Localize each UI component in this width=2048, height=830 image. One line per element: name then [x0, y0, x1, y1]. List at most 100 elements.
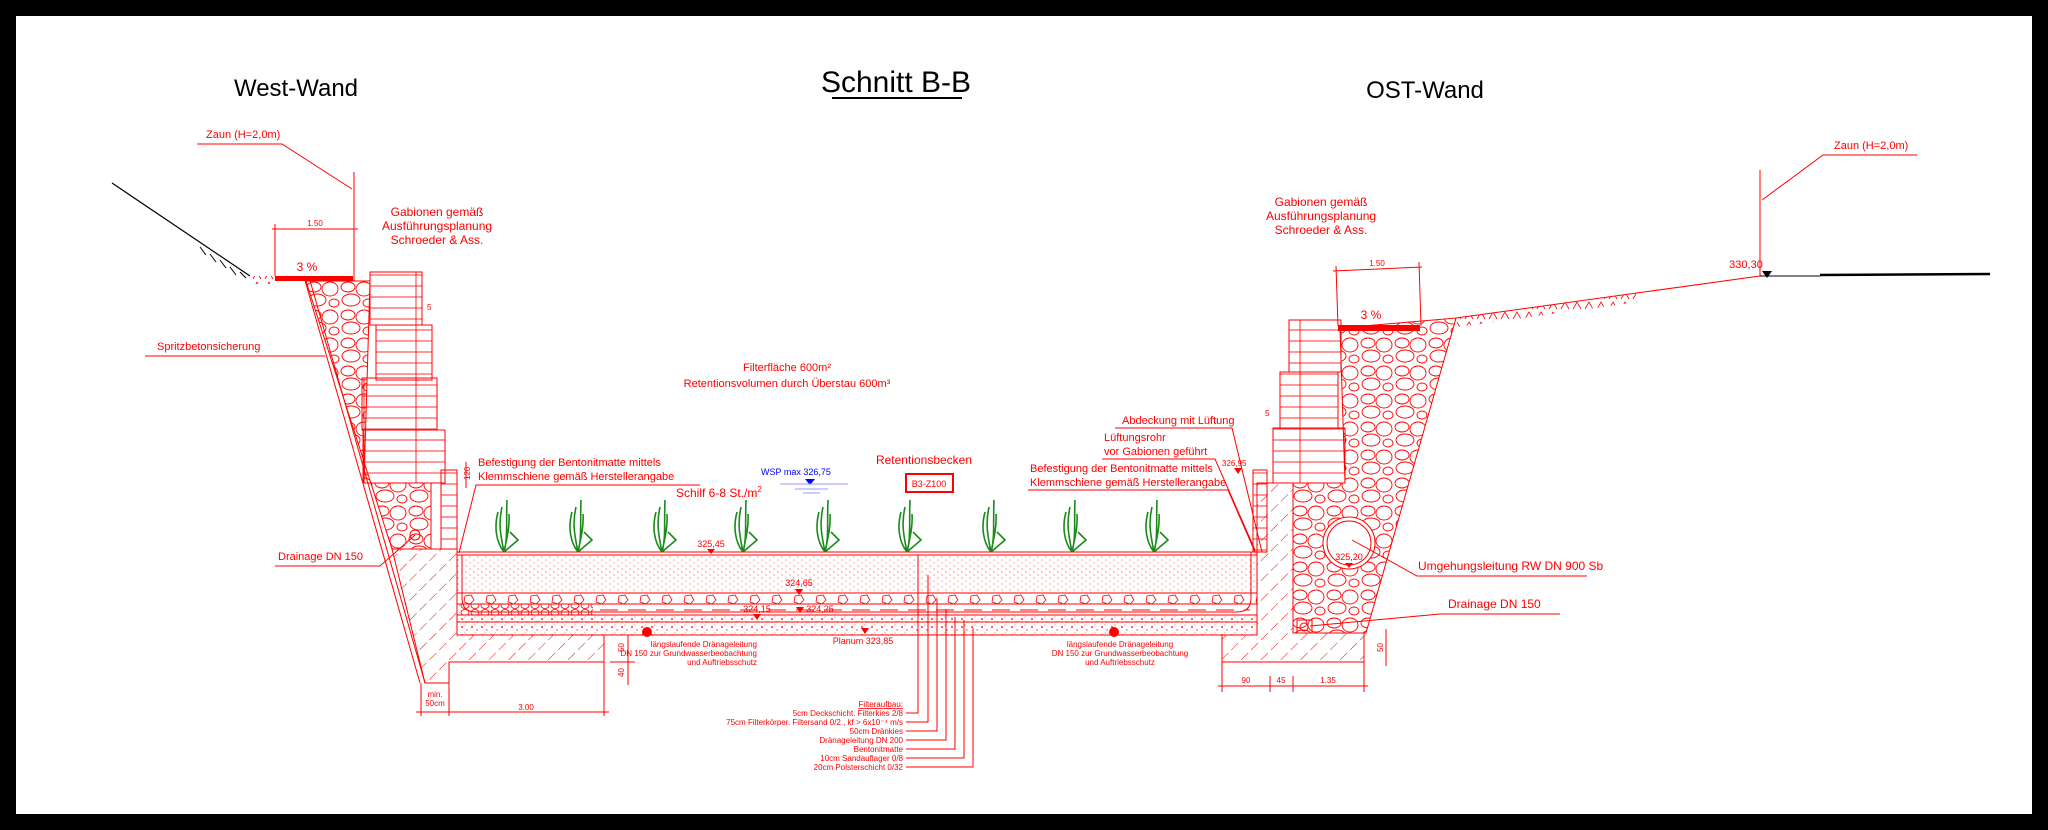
filter-area-label: Filterfläche 600m² — [743, 362, 831, 374]
gabion-block — [1288, 319, 1342, 373]
filter-layer-leader — [906, 628, 974, 768]
drawing-title: Schnitt B-B — [821, 66, 971, 99]
water-level-marker-icon — [805, 479, 815, 485]
filter-layer-label: 75cm Filterkörper. Filtersand 0/2 , kf >… — [726, 718, 903, 727]
vent-pipe — [1252, 469, 1268, 553]
reed-plant-icon — [982, 499, 1006, 553]
east-gabion-note: Gabionen gemäß — [1275, 195, 1368, 209]
west-ground-line — [111, 182, 251, 277]
section-drawing: Schnitt B-B West-Wand OST-Wand Zaun (H=2… — [111, 66, 1991, 772]
east-drainage-label: Drainage DN 150 — [1448, 597, 1541, 611]
filter-layer-label: 20cm Polsterschicht 0/32 — [814, 763, 904, 772]
gabion-block — [1279, 371, 1339, 429]
west-fence-label: Zaun (H=2,0m) — [206, 129, 280, 141]
reed-plants — [495, 499, 1169, 553]
left-width-dim: 3.00 — [518, 703, 534, 712]
left-dimensions: 50 40 min. 50cm 3.00 — [416, 635, 635, 716]
right-drain-note: und Auftriebsschutz — [1085, 658, 1155, 667]
west-drain-pipe-icon — [409, 529, 421, 541]
bypass-label: Umgehungsleitung RW DN 900 Sb — [1418, 559, 1604, 573]
west-wall: Zaun (H=2,0m) Gabionen gemäß Ausführungs… — [111, 129, 700, 684]
west-slope-label: 3 % — [297, 260, 318, 274]
reed-plant-icon — [734, 499, 758, 553]
filter-layer-leader — [906, 620, 965, 759]
filter-layer-leader — [906, 617, 956, 750]
right-dim-c: 1.35 — [1320, 676, 1336, 685]
east-gabion-offset-dim: 5 — [1265, 409, 1270, 418]
filter-layer-leader — [906, 609, 947, 741]
west-gabion-note: Schroeder & Ass. — [391, 233, 484, 247]
shotcrete-label: Spritzbetonsicherung — [157, 341, 260, 353]
filter-layer-label: 5cm Deckschicht. Filterkies 2/8 — [793, 709, 904, 718]
left-drain-note: DN 150 zur Grundwasserbeobachtung — [620, 649, 757, 658]
filter-layer-label: Bentonitmatte — [854, 745, 904, 754]
left-footing-step-dim: 40 — [617, 668, 626, 677]
gabion-block — [375, 324, 433, 381]
east-slope-bar — [1338, 325, 1420, 331]
right-dim-b: 45 — [1277, 676, 1286, 685]
basin-code: B3-Z100 — [912, 479, 947, 489]
west-gabion-offset-dim: 5 — [427, 303, 432, 312]
reed-plant-icon — [569, 499, 593, 553]
reed-plant-icon — [1145, 499, 1169, 553]
retention-basin: Filterfläche 600m² Retentionsvolumen dur… — [456, 362, 1258, 667]
reed-plant-icon — [1063, 499, 1087, 553]
layer-bentonite-sandbed — [456, 614, 1258, 623]
east-slope-label: 3 % — [1361, 308, 1382, 322]
retention-volume-label: Retentionsvolumen durch Überstau 600m³ — [684, 378, 891, 390]
east-ground-elevation: 330,30 — [1729, 259, 1763, 271]
water-level-label: WSP max 326,75 — [761, 467, 831, 477]
basin-name: Retentionsbecken — [876, 453, 972, 467]
filter-build-legend: Filteraufbau: 5cm Deckschicht. Filterkie… — [726, 555, 974, 772]
elevation-top: 325,45 — [697, 539, 725, 549]
east-width-dim: 1.50 — [1369, 259, 1385, 268]
drawing-sheet: Schnitt B-B West-Wand OST-Wand Zaun (H=2… — [16, 16, 2032, 814]
reed-label: Schilf 6-8 St./m2 — [676, 485, 762, 500]
right-drain-note: längslaufende Dränageleitung — [1067, 640, 1173, 649]
right-drain-note: DN 150 zur Grundwasserbeobachtung — [1052, 649, 1189, 658]
filter-layer-leader — [906, 575, 929, 723]
left-drain-pipe-icon — [642, 627, 652, 637]
gabion-block — [369, 271, 423, 326]
layer-filter-sand — [456, 554, 1258, 594]
left-min-dim: 50cm — [425, 699, 445, 708]
left-footing-height-dim: 50 — [617, 643, 626, 652]
west-gabion-note: Ausführungsplanung — [382, 219, 492, 233]
gabion-block — [362, 429, 446, 484]
east-wall-heading: OST-Wand — [1366, 77, 1484, 104]
east-ground-line — [1819, 272, 1991, 277]
right-drain-pipe-icon — [1109, 627, 1119, 637]
filter-layer-label: Dränageleitung DN 200 — [819, 736, 903, 745]
reed-plant-icon — [816, 499, 840, 553]
west-clamp-note: Klemmschiene gemäß Herstellerangabe — [478, 471, 674, 483]
west-slope-bar — [275, 276, 353, 281]
reed-plant-icon — [898, 499, 922, 553]
vent-label: vor Gabionen geführt — [1104, 446, 1207, 458]
west-fence-leader — [197, 143, 353, 190]
east-drain-pipe-icon — [1296, 619, 1313, 634]
vent-label: Lüftungsrohr — [1104, 432, 1166, 444]
filter-layer-leader — [906, 598, 938, 732]
right-height-dim: 50 — [1376, 643, 1385, 652]
west-width-dim: 1.50 — [307, 219, 323, 228]
vent-elevation: 326,95 — [1222, 459, 1247, 468]
east-gabion-note: Ausführungsplanung — [1266, 209, 1376, 223]
filter-layer-label: 50cm Dränkies — [850, 727, 903, 736]
east-fence-label: Zaun (H=2,0m) — [1834, 140, 1908, 152]
reed-plant-icon — [495, 499, 519, 553]
west-slope-hatch — [199, 246, 247, 279]
east-clamp-note: Klemmschiene gemäß Herstellerangabe — [1030, 477, 1226, 489]
layer-cushion — [456, 621, 1258, 636]
filter-build-heading: Filteraufbau: — [859, 700, 903, 709]
right-dim-a: 90 — [1242, 676, 1251, 685]
layer-drain-gravel — [456, 592, 1258, 605]
filter-layer-label: 10cm Sandauflager 0/8 — [820, 754, 903, 763]
west-shotcrete-line — [303, 276, 421, 684]
gabion-block — [361, 377, 438, 431]
gabion-block — [1272, 427, 1346, 484]
clamp-dim: 120 — [463, 466, 472, 480]
east-clamp-note: Befestigung der Bentonitmatte mittels — [1030, 463, 1213, 475]
elevation-planum: Planum 323,85 — [833, 636, 894, 646]
filter-layer-leader — [906, 555, 919, 714]
cover-label: Abdeckung mit Lüftung — [1122, 415, 1235, 427]
